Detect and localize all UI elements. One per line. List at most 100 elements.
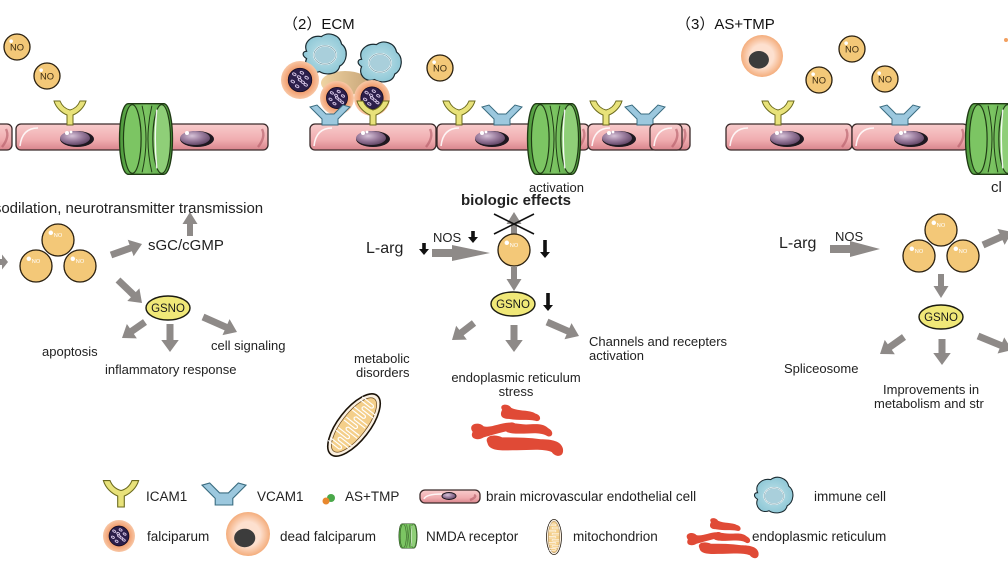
no-molecule: NO [946,239,980,273]
no-label: NO [937,223,946,229]
no-molecule: NO [19,249,53,283]
panel1-biologic-effects-label: vasodilation, neurotransmitter transmiss… [0,200,264,217]
icam1-receptor [589,100,623,126]
no-label: NO [845,45,859,55]
no-molecule: NO [924,213,958,247]
arrow-no-to-gsno [506,267,522,291]
no-molecule: NO [3,33,31,61]
gsno-decrease-icon [543,293,553,311]
no-cluster: NO NO NO [902,213,980,273]
no-molecule: NO [426,54,454,82]
no-molecule: NO [41,223,75,257]
legend-endothelial-label: brain microvascular endothelial cell [486,489,697,504]
panel2-nos-label: NOS [433,230,462,245]
falciparum-cell [320,81,354,115]
panel2-metabolic-label-2: disorders [356,365,410,380]
panel3-improvements-label-1: Improvements in [883,382,980,397]
arrow-gsno-to-signaling [201,313,237,336]
no-label: NO [54,233,63,239]
endothelial-cell [309,123,437,151]
panel2-larg-label: L-arg [366,240,404,257]
panel1-inflammatory-label: inflammatory response [105,362,237,377]
arrow-sgc-to-effects [182,212,198,236]
endothelial-cell-icon [419,489,481,504]
panel2-er-stress-label-2: stress [498,384,534,399]
legend-nmda-label: NMDA receptor [426,529,519,544]
icam1-receptor [53,100,87,126]
endothelial-cell [851,123,969,151]
legend-er-label: endoplasmic reticulum [752,529,887,544]
no-molecule: NO [902,239,936,273]
no-molecule: NO [871,65,899,93]
arrow-larg-to-no [830,241,880,257]
arrow-gsno-to-channels [545,318,580,340]
dead-falciparum-cell [741,35,783,77]
legend-immune-cell-label: immune cell [814,489,887,504]
immune-cell [302,33,347,75]
gsno-bubble: GSNO [145,295,191,321]
larg-decrease-icon [419,243,429,255]
panel3-spliceosome-label: Spliceosome [784,361,859,376]
immune-cell [357,41,402,83]
blocked-cross-icon [493,213,535,235]
nmda-receptor-icon [398,523,418,549]
panel3-closed-label: cl [991,179,1002,196]
gsno-bubble: GSNO [490,291,536,317]
no-decrease-icon [540,240,550,258]
endoplasmic-reticulum-icon [686,518,759,559]
no-label: NO [959,249,968,255]
no-label: NO [915,249,924,255]
legend-as-tmp-label: AS+TMP [345,489,400,504]
arrow-gsno-to-apoptosis [121,319,147,339]
arrow-gsno-to-right [976,332,1008,354]
arrow-no-to-sgc [109,239,143,259]
panel-2-ecm: NO NO GSNO [281,33,691,457]
vcam1-receptor [481,104,523,126]
gsno-label: GSNO [496,299,530,311]
gsno-label: GSNO [924,312,958,324]
arrow-no-to-effects [981,228,1008,249]
nmda-receptor-closed [964,103,1008,175]
icam1-icon [102,480,140,508]
no-molecule: NO [838,35,866,63]
arrow-gsno-to-inflammatory [161,324,179,352]
no-molecule: NO [63,249,97,283]
falciparum-icon [103,520,135,552]
panel1-apoptosis-label: apoptosis [42,344,98,359]
arrow-larg-to-no [432,245,490,261]
icam1-receptor [356,100,390,126]
legend-mitochondrion-label: mitochondrion [573,529,658,544]
as-tmp-particle [1004,38,1008,42]
panel1-sgc-label: sGC/cGMP [148,237,224,254]
panel-1-normal: NO NO NO NO NO GSNO [0,33,269,352]
legend-icam1-label: ICAM1 [146,489,188,504]
no-label: NO [40,72,54,82]
gsno-label: GSNO [151,303,185,315]
no-label: NO [878,75,892,85]
arrow-no-to-gsno [933,274,949,298]
legend-falciparum-label: falciparum [147,529,210,544]
nos-decrease-icon [468,231,478,243]
falciparum-cell [281,61,319,99]
legend-vcam1-label: VCAM1 [257,489,304,504]
no-molecule: NO [33,62,61,90]
panel3-improvements-label-2: metabolism and str [874,396,984,411]
no-label: NO [32,259,41,265]
gsno-bubble: GSNO [918,304,964,330]
arrow-gsno-to-metabolic [451,320,477,341]
panel3-title: （3）AS+TMP [676,16,775,33]
legend [102,476,794,559]
arrow-gsno-to-improvements [933,339,951,365]
nmda-receptor-open [118,103,174,175]
vcam1-receptor [624,104,666,126]
no-label: NO [510,243,519,249]
endoplasmic-reticulum-icon [471,404,564,456]
panel2-er-stress-label-1: endoplasmic reticulum [451,370,581,385]
panel3-nos-label: NOS [835,229,864,244]
arrow-no-to-gsno [115,277,142,303]
no-molecule: NO [497,233,531,267]
panel2-activation-label: activation [529,180,584,195]
nmda-receptor-activated [526,103,582,175]
